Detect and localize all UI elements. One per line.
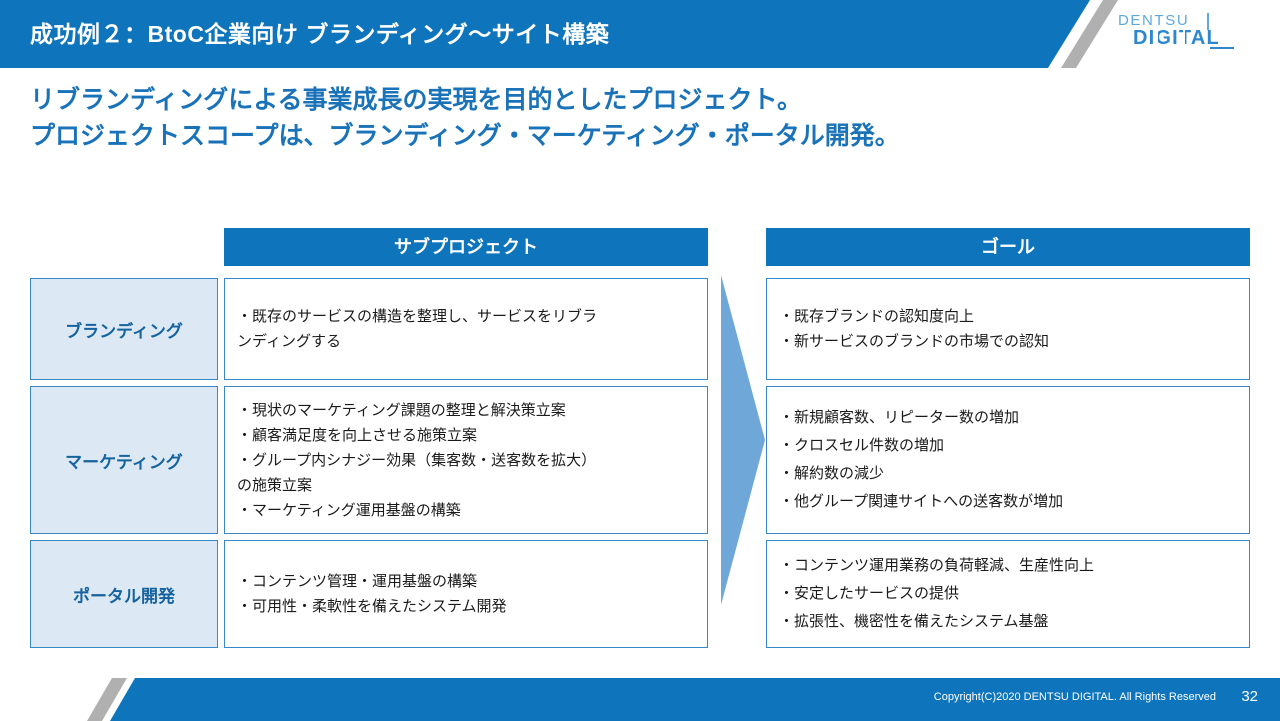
- logo-bar-icon: [1156, 28, 1158, 49]
- row-label-portal-development: ポータル開発: [30, 540, 218, 648]
- header-blue-band: [0, 0, 1090, 68]
- page-title: 成功例２：BtoC企業向け ブランディング～サイト構築: [30, 21, 610, 47]
- cell-line: ・既存ブランドの認知度向上: [779, 308, 975, 325]
- subtitle-line-1: リブランディングによる事業成長の実現を目的としたプロジェクト。: [30, 86, 803, 114]
- column-header-subproject: サブプロジェクト: [224, 228, 708, 266]
- dentsu-digital-logo: DENTSU DIGITAL: [1106, 12, 1238, 56]
- cell-goal-branding: ・既存ブランドの認知度向上 ・新サービスのブランドの市場での認知: [766, 278, 1250, 380]
- row-label-branding: ブランディング: [30, 278, 218, 380]
- flow-arrow-icon: [713, 275, 769, 605]
- cell-line: ・コンテンツ管理・運用基盤の構築: [237, 573, 478, 590]
- cell-line: ・可用性・柔軟性を備えたシステム開発: [237, 598, 507, 615]
- cell-line: ンディングする: [237, 333, 341, 350]
- page-number: 32: [1241, 688, 1258, 705]
- logo-bar-icon: [1207, 13, 1209, 30]
- cell-line: ・解約数の減少: [779, 465, 885, 482]
- cell-line: ・コンテンツ運用業務の負荷軽減、生産性向上: [779, 557, 1095, 574]
- cell-line: ・グループ内シナジー効果（集客数・送客数を拡大）: [237, 451, 597, 469]
- cell-line: ・拡張性、機密性を備えたシステム基盤: [779, 613, 1049, 630]
- cell-subproject-branding: ・既存のサービスの構造を整理し、サービスをリブラ ンディングする: [224, 278, 708, 380]
- logo-bar-icon: [1183, 28, 1185, 49]
- cell-subproject-portal-development: ・コンテンツ管理・運用基盤の構築 ・可用性・柔軟性を備えたシステム開発: [224, 540, 708, 648]
- cell-line: ・顧客満足度を向上させる施策立案: [237, 426, 478, 444]
- copyright-text: Copyright(C)2020 DENTSU DIGITAL. All Rig…: [933, 691, 1216, 703]
- logo-dentsu-text: DENTSU: [1118, 12, 1190, 29]
- row-label-marketing: マーケティング: [30, 386, 218, 534]
- cell-line: ・既存のサービスの構造を整理し、サービスをリブラ: [237, 308, 598, 325]
- cell-line: ・安定したサービスの提供: [779, 585, 960, 602]
- cell-line: ・マーケティング運用基盤の構築: [237, 501, 461, 519]
- subtitle-line-2: プロジェクトスコープは、ブランディング・マーケティング・ポータル開発。: [30, 122, 900, 150]
- cell-subproject-marketing: ・現状のマーケティング課題の整理と解決策立案 ・顧客満足度を向上させる施策立案 …: [224, 386, 708, 534]
- logo-underline-icon: [1210, 47, 1234, 49]
- cell-line: ・新サービスのブランドの市場での認知: [779, 333, 1050, 350]
- logo-digital-text: DIGITAL: [1133, 27, 1220, 49]
- cell-line: の施策立案: [237, 476, 313, 494]
- cell-line: ・他グループ関連サイトへの送客数が増加: [779, 493, 1064, 510]
- cell-goal-marketing: ・新規顧客数、リピーター数の増加 ・クロスセル件数の増加 ・解約数の減少 ・他グ…: [766, 386, 1250, 534]
- slide-footer: Copyright(C)2020 DENTSU DIGITAL. All Rig…: [0, 678, 1280, 721]
- footer-blue-band: [110, 678, 1280, 721]
- cell-goal-portal-development: ・コンテンツ運用業務の負荷軽減、生産性向上 ・安定したサービスの提供 ・拡張性、…: [766, 540, 1250, 648]
- project-scope-table: サブプロジェクト ゴール ブランディング ・既存のサービスの構造を整理し、サービ…: [0, 228, 1280, 658]
- cell-line: ・クロスセル件数の増加: [779, 437, 945, 454]
- cell-line: ・現状のマーケティング課題の整理と解決策立案: [237, 401, 566, 419]
- column-header-goal: ゴール: [766, 228, 1250, 266]
- slide-header: 成功例２：BtoC企業向け ブランディング～サイト構築 DENTSU DIGIT…: [0, 0, 1280, 68]
- slide-subtitle: リブランディングによる事業成長の実現を目的としたプロジェクト。 プロジェクトスコ…: [30, 82, 1250, 154]
- cell-line: ・新規顧客数、リピーター数の増加: [779, 409, 1020, 426]
